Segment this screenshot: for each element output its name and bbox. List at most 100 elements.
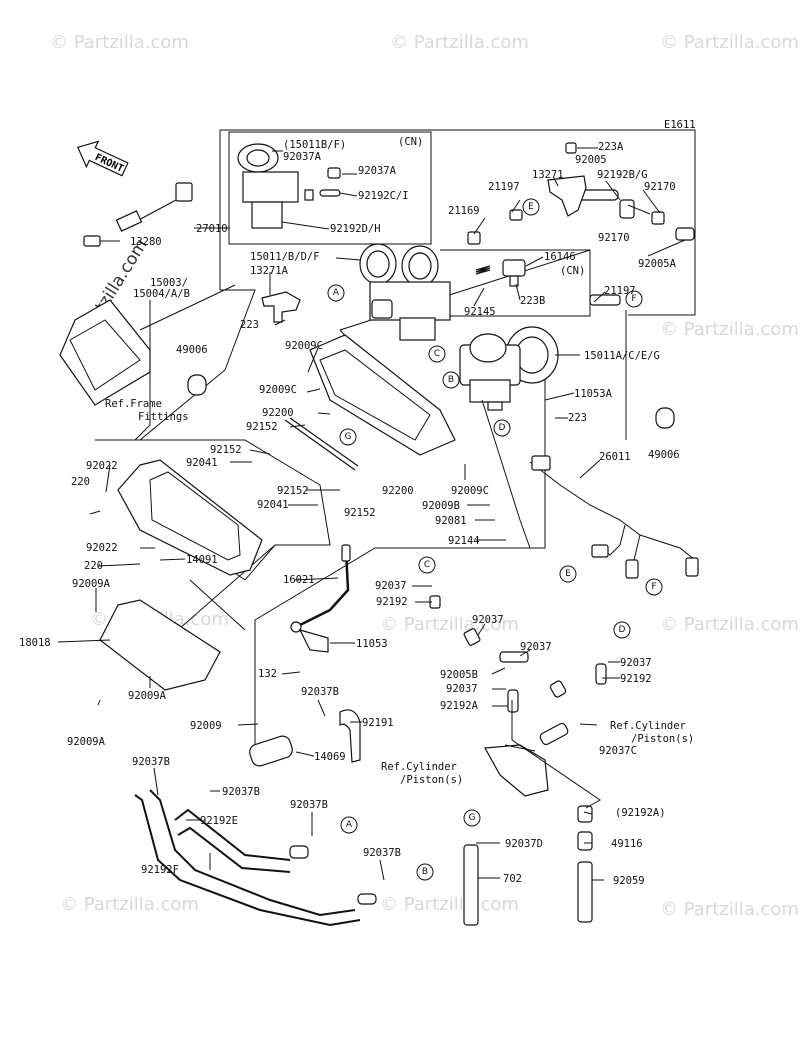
part-label: 92192A — [440, 700, 479, 712]
cylinder-ref-icon — [484, 744, 549, 797]
part-label: 92005B — [440, 669, 478, 681]
part-label: 21169 — [448, 205, 480, 217]
svg-text:E: E — [528, 202, 534, 212]
svg-text:A: A — [346, 820, 353, 830]
part-label: 92037 — [472, 614, 504, 626]
part-label: 92037A — [358, 165, 397, 177]
part-label: 15011/B/D/F — [250, 251, 320, 263]
part-label: 92037 — [520, 641, 552, 653]
svg-text:F: F — [631, 294, 636, 304]
watermark: © Partzilla.com — [660, 614, 799, 635]
connector-icon — [83, 182, 193, 247]
part-label: 92009A — [128, 690, 167, 702]
part-label: 18018 — [19, 637, 51, 649]
part-label: 92200 — [382, 485, 414, 497]
part-label: 223 — [568, 412, 587, 424]
part-label: 27010 — [196, 223, 228, 235]
callout-c: C — [418, 556, 436, 574]
rod-icon — [284, 417, 359, 471]
watermark: © Partzilla.com — [50, 32, 189, 53]
part-label: 49006 — [176, 344, 208, 356]
hose-icon — [134, 709, 377, 927]
part-label: 14091 — [186, 554, 218, 566]
svg-text:G: G — [345, 432, 352, 442]
part-label: 13280 — [130, 236, 162, 248]
part-label: 92192E — [200, 815, 238, 827]
watermark: © Partzilla.com — [380, 894, 519, 915]
part-label: 92170 — [598, 232, 630, 244]
part-label: 92037 — [446, 683, 478, 695]
callout-b: B — [442, 371, 460, 389]
watermark: © Partzilla.com — [660, 319, 799, 340]
callout-c: C — [428, 345, 446, 363]
callout-f: F — [625, 290, 643, 308]
part-label: 223B — [520, 295, 545, 307]
watermark: © Partzilla.com — [660, 32, 799, 53]
callout-a: A — [340, 816, 358, 834]
canister-14069-icon — [249, 735, 293, 767]
svg-text:B: B — [422, 867, 428, 877]
part-label: 92041 — [257, 499, 289, 511]
front-arrow-icon: FRONT — [76, 140, 129, 177]
wire-harness-icon — [529, 461, 696, 561]
part-label: 92009C — [259, 384, 297, 396]
air-cleaner-cover-icon — [309, 334, 456, 456]
callout-e: E — [559, 565, 577, 583]
part-label: 92005A — [638, 258, 677, 270]
svg-text:D: D — [499, 423, 506, 433]
part-label: 11053A — [574, 388, 613, 400]
inset-tag: (CN) — [560, 265, 585, 277]
hose-fittings-icon — [429, 595, 607, 926]
callout-a: A — [327, 284, 345, 302]
diagram-code: E1611 — [664, 119, 696, 131]
callout-b: B — [416, 863, 434, 881]
svg-text:A: A — [333, 288, 340, 298]
part-label: 92192D/H — [330, 223, 381, 235]
part-label: 92037B — [290, 799, 328, 811]
part-label: 92037B — [222, 786, 260, 798]
part-label: (15011B/F) — [283, 139, 346, 151]
part-label: 92192C/I — [358, 190, 409, 202]
part-label: 92037C — [599, 745, 637, 757]
reference-notes: Ref.Frame Fittings Ref.Cylinder /Piston(… — [105, 398, 694, 786]
carburetor-main-icon — [359, 243, 451, 341]
ref-cylinder-left-line1: Ref.Cylinder — [381, 761, 457, 773]
part-label: 92009B — [422, 500, 460, 512]
part-label: 92037D — [505, 838, 543, 850]
ref-cylinder-left-line2: /Piston(s) — [400, 774, 463, 786]
part-label: 15011A/C/E/G — [584, 350, 660, 362]
part-label: 92037 — [620, 657, 652, 669]
part-label: 92009A — [67, 736, 106, 748]
callout-e: E — [522, 198, 540, 216]
part-label: 26011 — [599, 451, 631, 463]
part-label: 15003/ — [150, 277, 188, 289]
watermark: © Partzilla.com — [60, 894, 199, 915]
svg-text:F: F — [651, 582, 656, 592]
part-label: 15004/A/B — [133, 288, 190, 300]
part-label: 16021 — [283, 574, 315, 586]
svg-text:G: G — [469, 813, 476, 823]
part-label: 92081 — [435, 515, 467, 527]
svg-text:E: E — [565, 569, 571, 579]
part-label: 21197 — [604, 285, 636, 297]
leader-lines — [57, 147, 686, 881]
part-label: 92009A — [72, 578, 111, 590]
part-label: 92037A — [283, 151, 322, 163]
ref-frame-line1: Ref.Frame — [105, 398, 162, 410]
part-label: 132 — [258, 668, 277, 680]
watermark: © Partzilla.com — [390, 32, 529, 53]
callout-g: G — [339, 428, 357, 446]
part-label: 92005 — [575, 154, 607, 166]
part-label: 92152 — [277, 485, 309, 497]
part-label: 92009C — [285, 340, 323, 352]
throttle-body-icon — [459, 326, 559, 411]
part-label: 13271 — [532, 169, 564, 181]
part-label: 92059 — [613, 875, 645, 887]
valve-icon — [502, 259, 526, 287]
part-label: 11053 — [356, 638, 388, 650]
part-label: 220 — [84, 560, 103, 572]
part-label: 92192F — [141, 864, 179, 876]
watermark: © Partzilla.com — [380, 614, 519, 635]
cable-icon — [290, 544, 351, 653]
callout-g: G — [463, 809, 481, 827]
